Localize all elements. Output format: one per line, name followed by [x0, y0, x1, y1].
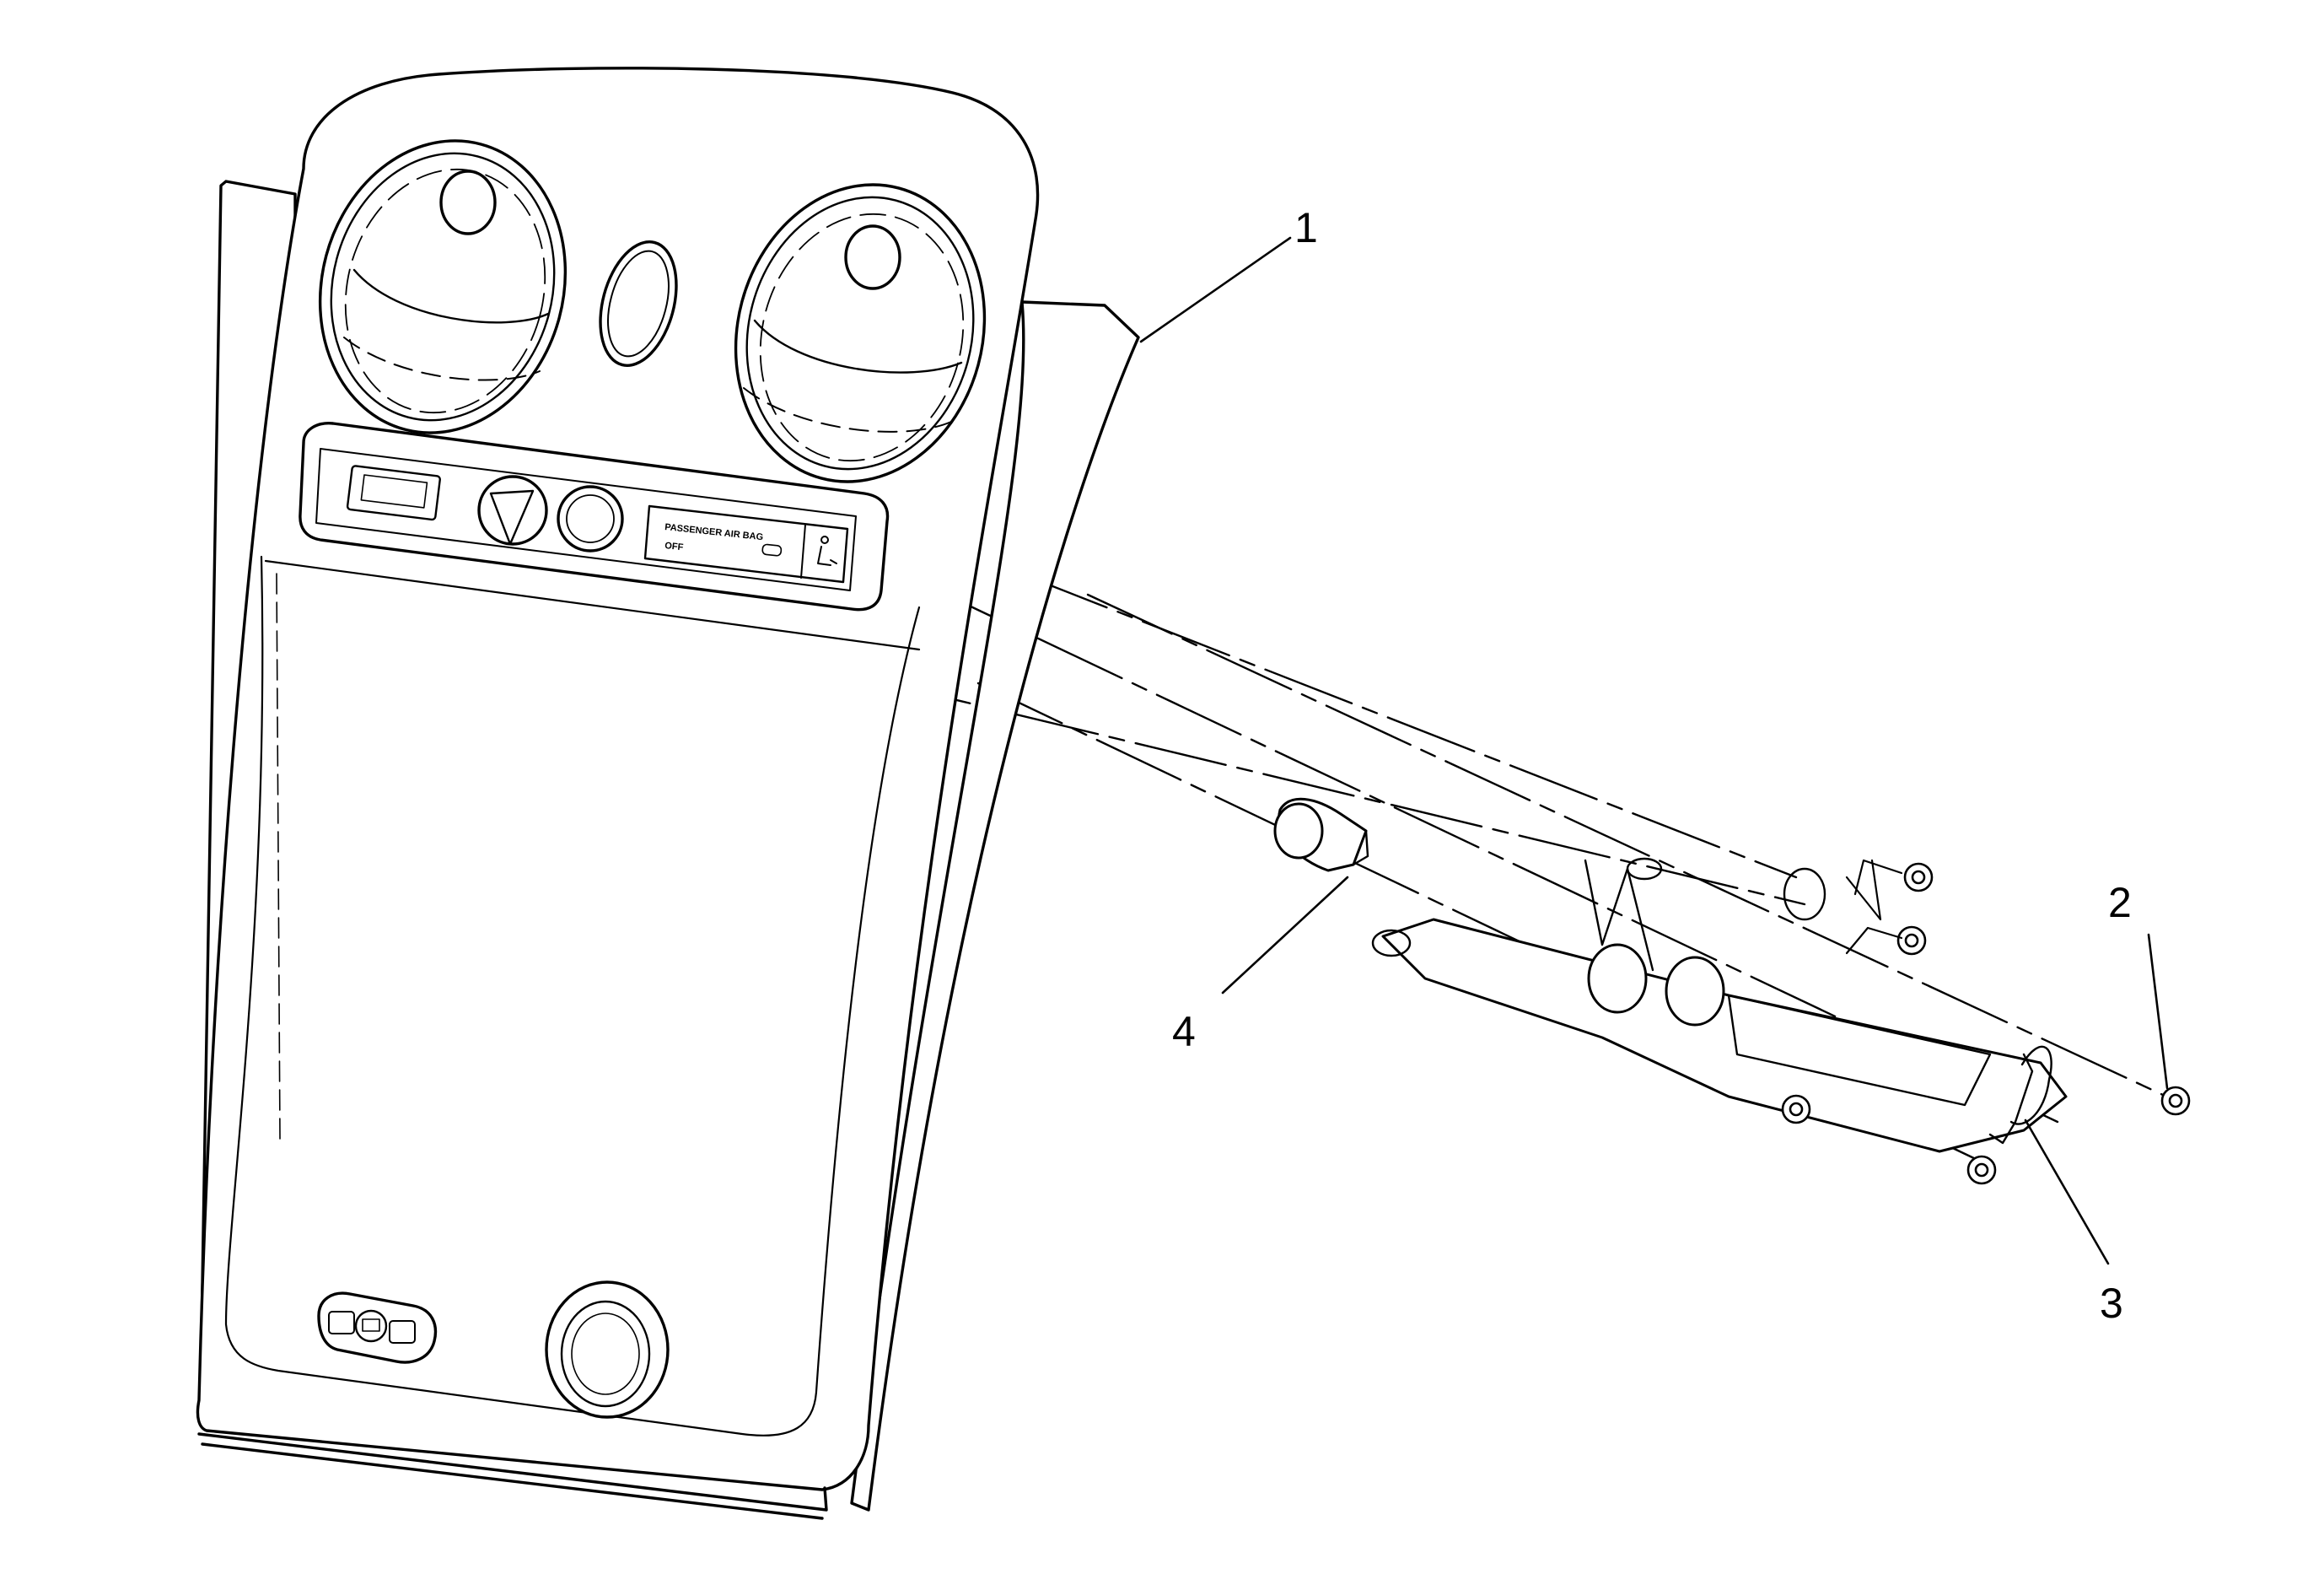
- leader-lines: [1139, 236, 2169, 1265]
- leader-line-1: [1139, 236, 1292, 343]
- leader-line-3: [2024, 1119, 2110, 1265]
- switch-panel: PASSENGER AIR BAG OFF: [299, 422, 890, 612]
- passenger-seat-icon: [817, 536, 837, 566]
- leader-line-4: [1221, 876, 1349, 995]
- bracket-part-3: [1371, 857, 2068, 1153]
- power-outlet: [545, 1280, 670, 1419]
- callout-1: 1: [1294, 204, 1318, 251]
- center-oval-button: [599, 240, 678, 367]
- screws-part-2: [1781, 859, 2191, 1185]
- callout-3: 3: [2100, 1280, 2123, 1327]
- trim-plate-part-1: PASSENGER AIR BAG OFF: [196, 67, 1140, 1520]
- lower-switch-group: [317, 1291, 437, 1364]
- left-air-vent: [318, 139, 568, 434]
- callout-labels: 1 2 3 4: [1172, 204, 2132, 1327]
- callout-2: 2: [2108, 879, 2132, 926]
- bulb-part-4: [1273, 797, 1369, 872]
- airbag-off-label: OFF: [664, 541, 684, 553]
- callout-4: 4: [1172, 1008, 1196, 1055]
- leader-line-2: [2147, 933, 2169, 1090]
- right-air-vent: [734, 183, 987, 483]
